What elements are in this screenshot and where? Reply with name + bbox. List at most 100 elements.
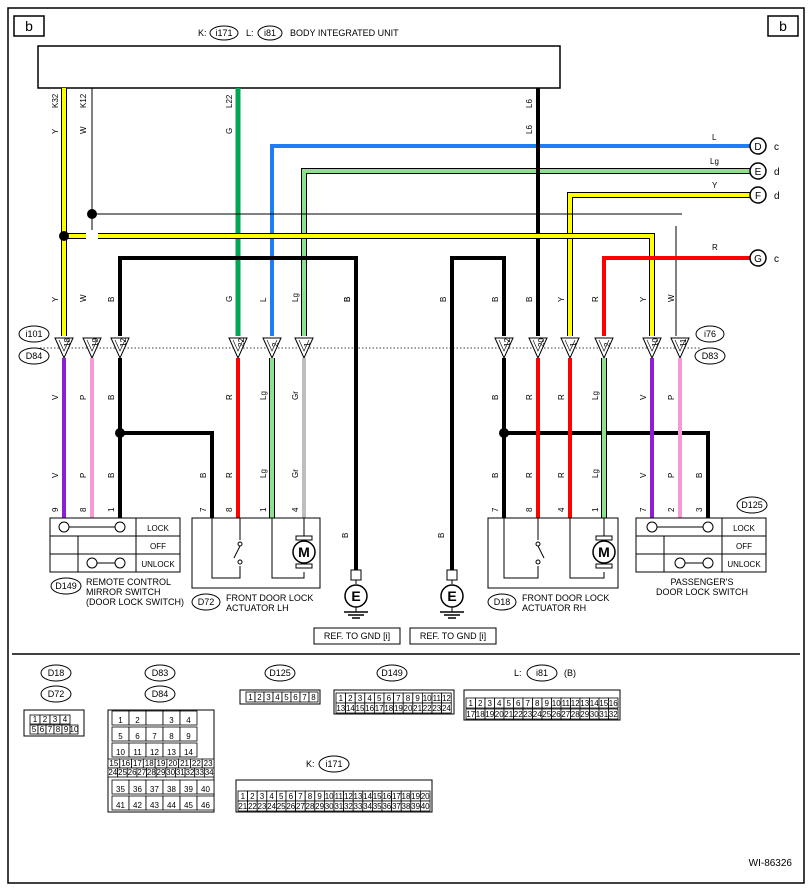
legend-i81-pin: 19 (485, 710, 494, 719)
legend-d83-pin: 29 (157, 768, 166, 777)
left-switch-name-2: MIRROR SWITCH (86, 587, 161, 597)
left-switch-name-3: (DOOR LOCK SWITCH) (86, 597, 184, 607)
legend-d83-pin: 19 (157, 759, 166, 768)
joint-pin-triangle (560, 337, 580, 360)
legend-i81-pin: 11 (562, 699, 571, 708)
bcm-l-conn: i81 (264, 28, 276, 38)
wire-color-label: B (491, 297, 500, 302)
legend-i171-pin: 11 (335, 792, 344, 801)
legend-d83-pin: 10 (116, 748, 125, 757)
legend-i171-pin: 1 (241, 792, 246, 801)
legend-i81-pin: 22 (514, 710, 523, 719)
legend-d83-pin: 20 (168, 759, 177, 768)
connector-e-circle (749, 162, 767, 180)
ref-to-gnd-left[interactable]: REF. TO GND [i] (324, 631, 390, 641)
left-actuator-name-2: ACTUATOR LH (226, 603, 289, 613)
legend-d83-pin: 40 (201, 785, 210, 794)
ground-letter: E (351, 588, 360, 604)
legend-d125-pin: 1 (248, 693, 253, 702)
legend-i171-pin: 4 (269, 792, 274, 801)
legend-d83-pin: 42 (133, 801, 142, 810)
wire-color-label: 7 (491, 507, 500, 512)
legend-d149-pin: 9 (415, 694, 420, 703)
wire-lightgreen-e (301, 168, 750, 336)
wire-color-label: R (225, 394, 234, 400)
legend-i171-pin: 5 (279, 792, 284, 801)
legend-d149-pin: 1 (339, 694, 344, 703)
legend-i81-pin: 32 (609, 710, 618, 719)
legend-d83-pin: 38 (167, 785, 176, 794)
legend-d125-pin: 6 (293, 693, 298, 702)
legend-d83-cell (145, 710, 164, 726)
legend-i81-pin: 16 (609, 699, 618, 708)
wire-yellow-cross (59, 230, 655, 336)
legend-i81-pin: 8 (535, 699, 540, 708)
legend-d83-cell (179, 726, 198, 742)
legend-i171-pin: 34 (363, 802, 372, 811)
ref-to-gnd-box-left[interactable] (313, 627, 401, 645)
legend-i171-oval (318, 755, 350, 773)
legend-d149-pin: 11 (433, 694, 442, 703)
legend-i171-pin: 29 (315, 802, 324, 811)
legend-i171-pin: 7 (298, 792, 303, 801)
wire-color-label: B (491, 473, 500, 478)
legend-d83-pin: 23 (204, 759, 213, 768)
legend-i171-pin: 9 (317, 792, 322, 801)
legend-d149-pin: 2 (348, 694, 353, 703)
legend-i171-pin: 25 (277, 802, 286, 811)
legend-d83: D83 (152, 668, 169, 678)
wire-color-label: B (199, 473, 208, 478)
legend-i81-pin: 31 (599, 710, 608, 719)
joint-right-top-oval (695, 325, 725, 343)
wire-color-label: G (225, 128, 234, 134)
legend-i171-pin: 18 (402, 792, 411, 801)
wire-color-label: Y (557, 296, 566, 302)
wire-color-label: 9 (51, 507, 60, 512)
legend-i81-pin: 1 (469, 699, 474, 708)
joint-pin-mark (298, 339, 310, 352)
legend-d83-pin: 45 (184, 801, 193, 810)
joint-pin-triangle (110, 337, 130, 360)
legend-d125-cell (308, 691, 319, 703)
wire-color-label: B (343, 297, 352, 302)
wire-color-label: 4 (291, 507, 300, 512)
legend-d125-pin: 3 (266, 693, 271, 702)
joint-pin-number: 1 (303, 342, 312, 347)
legend-i171-cell (419, 800, 431, 812)
ref-to-gnd-box-right[interactable] (409, 627, 497, 645)
legend-i171-pin: 13 (354, 792, 363, 801)
legend-i81-pin: 13 (580, 699, 589, 708)
wire-color-label: 8 (225, 507, 234, 512)
legend-d125: D125 (269, 668, 291, 678)
joint-pin-triangle (262, 337, 282, 360)
ref-to-gnd-right[interactable]: REF. TO GND [i] (420, 631, 486, 641)
d149-label: D149 (55, 581, 77, 591)
bcm-pin-label: L6 (525, 99, 534, 108)
joint-pin-mark (598, 339, 610, 352)
legend-d83-pin: 2 (135, 716, 140, 725)
legend-i81-pin: 30 (590, 710, 599, 719)
legend-d149-cell (441, 702, 452, 714)
legend-d125-pin: 7 (302, 693, 307, 702)
wire-color-label: W (667, 294, 676, 302)
wire-color-label: V (51, 394, 60, 400)
wire-color-label: R (557, 394, 566, 400)
legend-i81-pin: 23 (523, 710, 532, 719)
legend-d18-pin: 3 (53, 715, 58, 724)
legend-d149-pin: 4 (367, 694, 372, 703)
legend-d149-pin: 16 (365, 704, 374, 713)
wire-color-label: R (525, 394, 534, 400)
d149-oval (50, 577, 82, 595)
wire-color-label: B (437, 533, 446, 538)
wire-color-label: R (557, 472, 566, 478)
legend-d72: D72 (48, 689, 65, 699)
legend-i171-pin: 6 (289, 792, 294, 801)
legend-i81-pin: 12 (571, 699, 580, 708)
legend-d83-pin: 4 (186, 716, 191, 725)
wire-color-label: L (259, 297, 268, 302)
legend-d149-pin: 21 (413, 704, 422, 713)
legend-i81-oval (526, 664, 558, 682)
legend-d18-cell (59, 714, 71, 725)
legend-d83-pin: 7 (152, 732, 157, 741)
